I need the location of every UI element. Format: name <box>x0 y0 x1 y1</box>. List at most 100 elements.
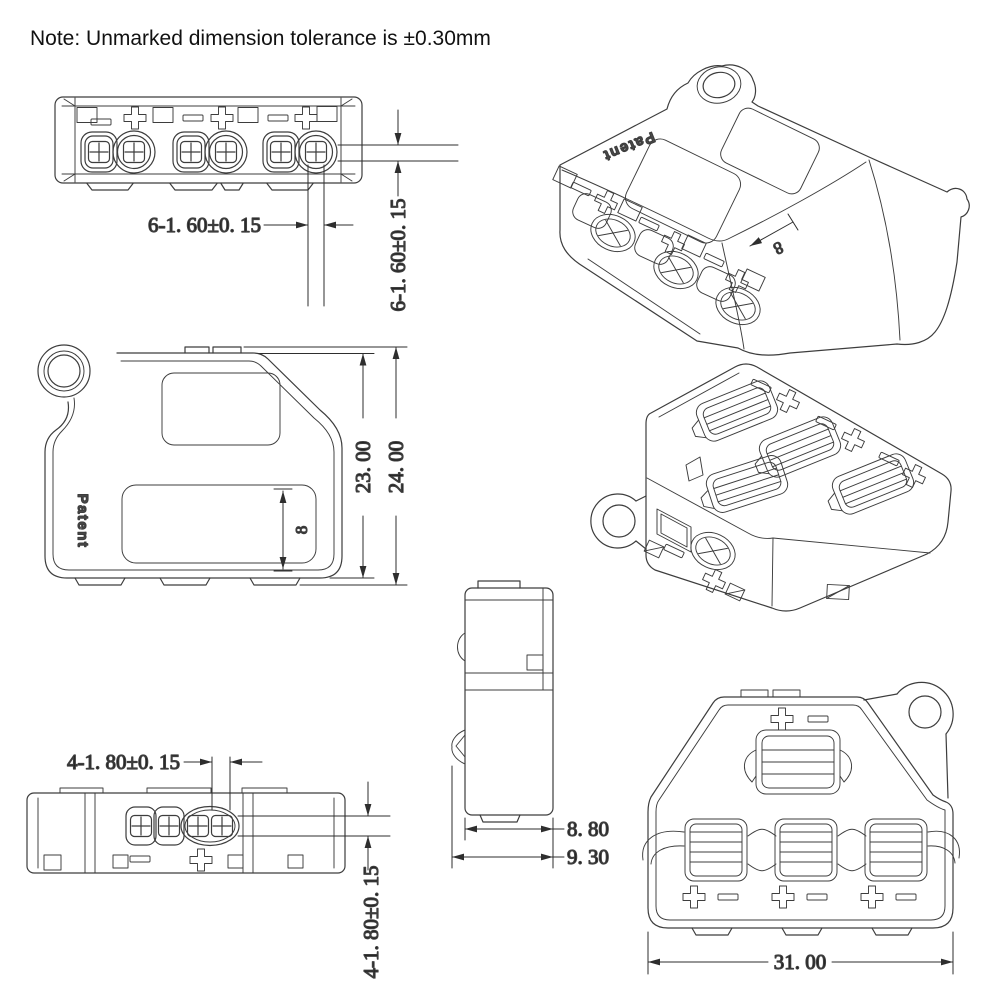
dim-side-overall-thickness: 9. 30 <box>567 845 609 869</box>
back-details <box>37 787 335 874</box>
rear-top-clip <box>744 729 852 795</box>
iso-depth-dim <box>749 213 799 247</box>
side-bottom-tab <box>479 814 521 823</box>
plan-height-dims <box>243 346 408 586</box>
side-top-tab <box>477 580 521 589</box>
rear-bottom-symbols <box>682 885 917 909</box>
rear-clip-row <box>642 818 960 882</box>
terminal-pair <box>81 131 155 173</box>
side-dimensions <box>451 765 565 869</box>
wire-clip <box>684 818 748 882</box>
minus-icon <box>267 114 289 122</box>
side-view: 8. 80 9. 30 <box>451 580 610 870</box>
wire-clip <box>684 377 782 449</box>
plus-icon <box>210 106 234 130</box>
patent-label-plan: Patent <box>74 494 91 549</box>
rear-bottom-tabs <box>691 927 913 936</box>
plan-view: Patent 8 23. 00 24. 00 <box>37 344 409 586</box>
minus-icon <box>663 543 685 559</box>
side-latch-upper <box>457 632 466 662</box>
patent-label-iso: Patent <box>600 128 657 164</box>
plus-icon <box>189 848 213 872</box>
front-terminal-pairs <box>81 131 337 173</box>
square-icon <box>316 106 338 122</box>
oval-terminal <box>584 206 642 260</box>
rear-inner-outline <box>655 704 946 921</box>
plus-icon <box>770 707 794 731</box>
minus-icon <box>807 715 829 723</box>
minus-icon <box>182 114 204 122</box>
minus-icon <box>129 855 151 863</box>
square-icon <box>237 107 259 123</box>
back-top-tabs <box>59 787 288 794</box>
iso-top-silhouette <box>559 64 970 356</box>
wire-clip <box>820 450 918 522</box>
side-details <box>451 587 554 765</box>
dim-plan-body-height: 23. 00 <box>351 441 375 494</box>
front-view: 6-1. 60±0. 15 6-1. 60±0. 15 <box>54 96 459 312</box>
dim-back-hole-height: 4-1. 80±0. 15 <box>359 865 383 978</box>
side-outline <box>464 587 554 816</box>
square-icon <box>552 165 578 189</box>
plus-icon <box>771 885 795 909</box>
wire-clip <box>774 818 838 882</box>
iso-top-view: Patent 8 <box>552 64 970 356</box>
iso-top-face-edges <box>561 159 901 350</box>
back-terminals <box>125 805 240 847</box>
rear-top-symbols <box>770 707 829 731</box>
wire-clip <box>864 818 928 882</box>
iso-rear-face-edges <box>646 372 931 607</box>
square-icon <box>112 854 129 869</box>
plan-recesses <box>121 372 317 564</box>
front-dimensions <box>263 109 459 307</box>
square-icon <box>287 854 304 869</box>
iso-rear-view <box>590 363 952 612</box>
mount-loop <box>37 344 91 398</box>
checkbox-icon <box>724 582 746 602</box>
rear-mount-ear <box>863 681 954 799</box>
minus-icon <box>703 252 725 268</box>
terminal-pair <box>173 131 247 173</box>
dim-front-hole-height: 6-1. 60±0. 15 <box>386 198 410 311</box>
iso-front-face-details <box>552 165 767 333</box>
front-bottom-tabs <box>86 182 314 191</box>
plus-icon <box>698 565 730 597</box>
dim-plan-overall-height: 24. 00 <box>384 441 408 494</box>
hanging-loop <box>696 66 742 104</box>
dim-back-hole-width: 4-1. 80±0. 15 <box>67 750 180 774</box>
minus-icon <box>806 893 828 901</box>
minus-icon <box>638 216 660 232</box>
checkbox-icon <box>826 583 850 601</box>
iso-rear-loop <box>590 493 647 550</box>
dim-front-hole-width: 6-1. 60±0. 15 <box>148 213 261 237</box>
plan-inner-dim <box>273 488 293 572</box>
oval-terminal <box>684 524 742 578</box>
rear-width-dim <box>647 931 954 975</box>
iso-rear-clips <box>684 377 918 522</box>
checkbox-icon <box>643 539 665 559</box>
plus-icon <box>294 106 318 130</box>
plus-icon <box>682 885 706 909</box>
iso-top-labels <box>624 107 820 244</box>
rear-top-tabs <box>740 689 801 698</box>
iso-rear-silhouette <box>645 363 952 612</box>
rear-view: 31. 00 <box>642 681 960 975</box>
back-view: 4-1. 80±0. 15 4-1. 80±0. 15 <box>26 749 391 979</box>
dim-plan-recess-depth: 8 <box>292 526 311 535</box>
plus-icon <box>860 885 884 909</box>
plan-top-tabs <box>184 346 242 354</box>
oval-terminal <box>647 243 705 297</box>
square-icon <box>43 854 62 871</box>
dim-rear-overall-width: 31. 00 <box>774 950 827 974</box>
minus-icon <box>895 893 917 901</box>
square-icon <box>152 107 174 123</box>
iso-rear-front-face <box>643 508 850 602</box>
front-polarity-symbols <box>76 106 338 130</box>
dim-iso-recess-depth: 8 <box>770 238 786 259</box>
back-symbols <box>43 848 304 872</box>
minus-icon <box>717 893 739 901</box>
plan-bottom-tabs <box>74 577 301 586</box>
minus-icon <box>90 118 112 126</box>
plus-icon <box>123 106 147 130</box>
